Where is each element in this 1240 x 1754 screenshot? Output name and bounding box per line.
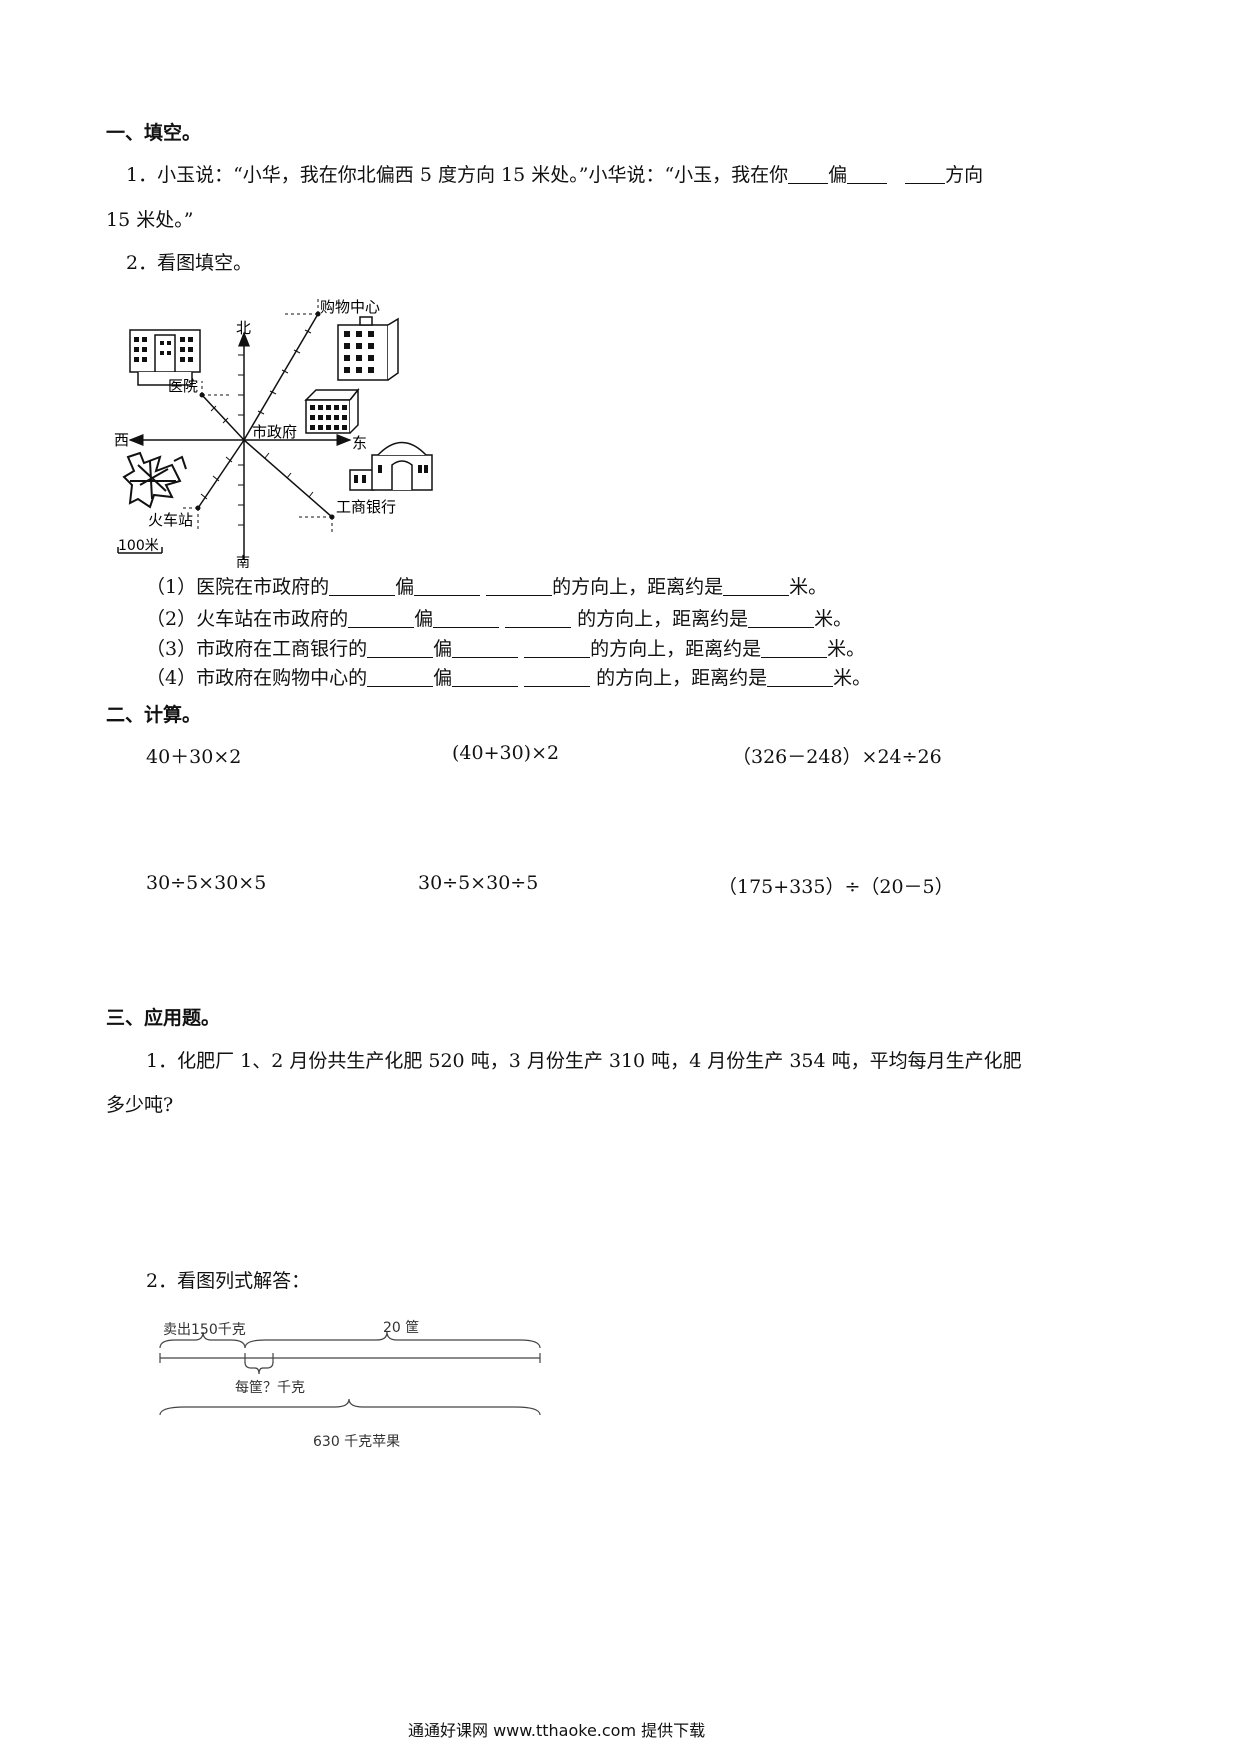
diagram-per-label: 每筐？千克	[235, 1379, 305, 1396]
q1-blank-1[interactable]	[788, 165, 829, 184]
diagram-baskets-label: 20 筐	[383, 1319, 419, 1336]
map-east-label: 东	[352, 434, 367, 452]
sub-q4-blank-3[interactable]	[524, 668, 591, 687]
footer-text: 通通好课网 www.tthaoke.com 提供下载	[408, 1721, 706, 1740]
sub-q2-blank-3[interactable]	[505, 609, 572, 628]
mall-ray	[243, 313, 319, 441]
sub-q3-blank-3[interactable]	[524, 639, 591, 658]
hospital-ray	[201, 394, 245, 441]
direction-map: 北 南 东 西 市政府 医院 购物中心 火车站 工商银行 100米	[114, 297, 433, 570]
map-station-label: 火车站	[148, 511, 193, 529]
calc-expr-4: 30÷5×30×5	[146, 872, 267, 894]
diagram-total-label: 630 千克苹果	[313, 1434, 400, 1450]
station-ray	[197, 439, 245, 509]
q2-title: 2．看图填空。	[126, 252, 253, 274]
q1-pian: 偏	[828, 164, 848, 186]
diagram-sold-label: 卖出150千克	[163, 1322, 246, 1338]
sub-q4: （4）市政府在购物中心的偏的方向上，距离约是米。	[146, 667, 872, 689]
sub-q2-blank-4[interactable]	[748, 609, 815, 628]
calc-expr-3: （326－248）×24÷26	[732, 746, 942, 768]
sub-q4-blank-4[interactable]	[767, 668, 834, 687]
sub-q4-blank-1[interactable]	[367, 668, 434, 687]
sub-q3-blank-4[interactable]	[761, 639, 828, 658]
section3-title: 三、应用题。	[106, 1007, 221, 1029]
section1-title: 一、填空。	[106, 122, 202, 144]
sub-q1: （1）医院在市政府的偏的方向上，距离约是米。	[146, 576, 828, 598]
calc-expr-1: 40＋30×2	[146, 746, 242, 768]
q1-text-a: 1．小玉说：“小华，我在你北偏西 5 度方向 15 米处。”小华说：“小玉，我在…	[126, 164, 789, 186]
map-bank-label: 工商银行	[336, 498, 396, 516]
sub-q1-blank-4[interactable]	[723, 577, 790, 596]
section2-title: 二、计算。	[106, 704, 202, 726]
q1-line1: 1．小玉说：“小华，我在你北偏西 5 度方向 15 米处。”小华说：“小玉，我在…	[126, 160, 983, 187]
sub-q2-blank-1[interactable]	[348, 609, 415, 628]
q1-blank-3[interactable]	[905, 165, 946, 184]
sub-q1-blank-1[interactable]	[329, 577, 396, 596]
app-q2-title: 2．看图列式解答：	[146, 1270, 311, 1292]
apple-diagram: 卖出150千克 20 筐 每筐？千克 630 千克苹果	[159, 1319, 541, 1450]
map-north-label: 北	[236, 319, 251, 337]
sub-q4-blank-2[interactable]	[452, 668, 519, 687]
map-hospital-label: 医院	[168, 377, 198, 395]
city-hall-building-icon	[304, 387, 360, 434]
sub-q2: （2）火车站在市政府的偏的方向上，距离约是米。	[146, 608, 853, 630]
map-south-label: 南	[236, 555, 250, 570]
bank-building-icon	[349, 441, 433, 491]
q1-fangxiang: 方向	[945, 164, 984, 186]
hospital-building-icon	[129, 329, 201, 386]
sub-q3-blank-1[interactable]	[367, 639, 434, 658]
sub-q3-blank-2[interactable]	[452, 639, 519, 658]
q1-line2: 15 米处。”	[106, 209, 194, 231]
station-building-icon	[122, 451, 187, 509]
app-q1-line2: 多少吨?	[106, 1094, 174, 1116]
map-west-label: 西	[114, 431, 129, 449]
app-q1-line1: 1．化肥厂 1、2 月份共生产化肥 520 吨，3 月份生产 310 吨，4 月…	[146, 1050, 1022, 1072]
map-mall-label: 购物中心	[320, 298, 380, 316]
calc-expr-5: 30÷5×30÷5	[418, 872, 539, 894]
map-scale-label: 100米	[118, 538, 159, 554]
calc-expr-2: (40+30)×2	[452, 742, 560, 764]
sub-q1-blank-3[interactable]	[486, 577, 553, 596]
calc-expr-6: （175+335）÷（20－5）	[718, 876, 954, 898]
mall-building-icon	[337, 316, 399, 381]
sub-q1-blank-2[interactable]	[414, 577, 481, 596]
sub-q2-blank-2[interactable]	[433, 609, 500, 628]
sub-q3: （3）市政府在工商银行的偏的方向上，距离约是米。	[146, 638, 866, 660]
bank-ray	[243, 439, 333, 518]
map-center-label: 市政府	[252, 423, 297, 441]
q1-blank-2[interactable]	[847, 165, 888, 184]
